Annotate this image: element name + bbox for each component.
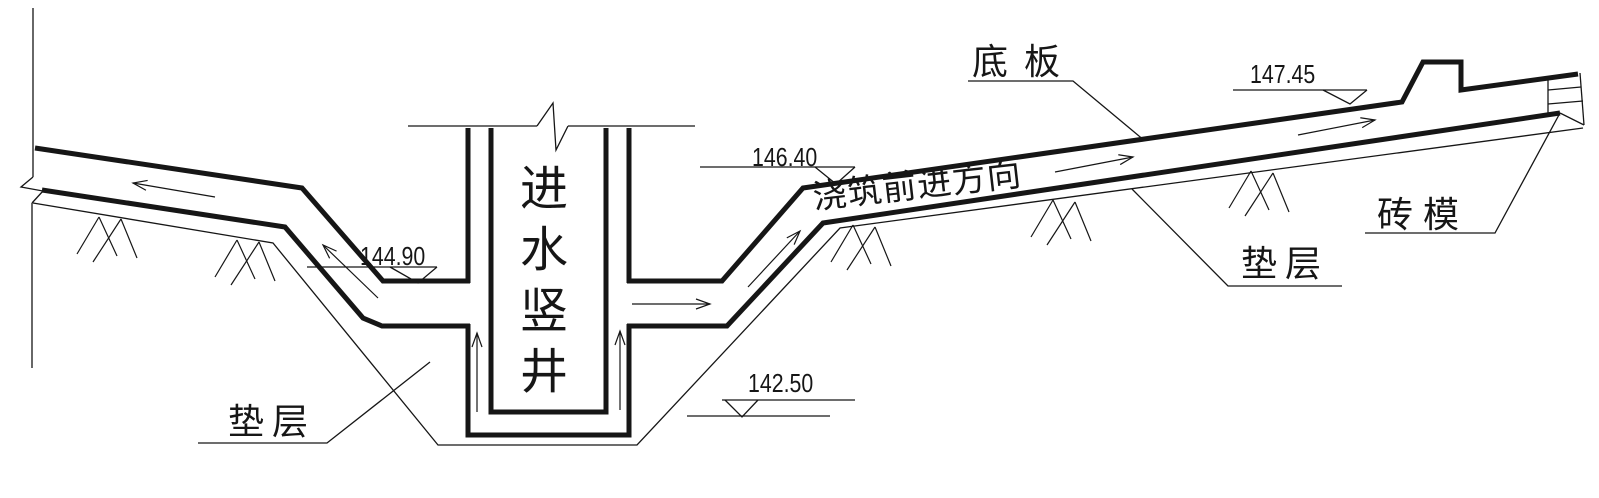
arrow-right-channel-mid-icon <box>1054 154 1135 173</box>
elevation-value-pit-bottom: 142.50 <box>748 368 814 398</box>
arrow-right-channel-upper-icon <box>1297 117 1377 136</box>
cushion-layer-label-left: 垫层 <box>228 401 317 442</box>
base-plate-label: 底板 <box>972 41 1077 82</box>
concrete-outlines <box>34 59 1579 438</box>
leader-brick-mold <box>1365 112 1561 234</box>
left-channel-bottom-slab <box>41 187 470 329</box>
cushion-layer-label-right: 垫层 <box>1241 243 1330 284</box>
ground-hatch-icon <box>76 216 138 263</box>
elevation-marker-146-40 <box>700 166 856 185</box>
shaft-inner-u <box>488 128 609 415</box>
arrow-left-slope-icon <box>321 243 379 299</box>
arrow-right-slope-icon <box>747 229 802 288</box>
break-symbol-shaft-top <box>536 101 569 153</box>
elevation-marker-144-90 <box>307 266 438 284</box>
pour-direction-arrows <box>131 117 1377 412</box>
leader-cushion-left <box>198 361 431 444</box>
elevation-value-right-top: 147.45 <box>1250 59 1316 89</box>
ground-excavation-profile <box>32 127 1584 446</box>
ground-hatch-icon <box>830 224 892 271</box>
elevation-markers <box>307 89 1368 418</box>
shaft-outer-u-bottom <box>465 324 632 438</box>
elevation-marker-147-45 <box>1233 89 1368 105</box>
leader-base-plate <box>968 80 1146 142</box>
intake-shaft-label: 进水竖井 <box>512 163 565 407</box>
arrow-left-channel-icon <box>131 179 216 198</box>
ground-hatch-marks <box>76 170 1290 286</box>
leader-lines <box>198 80 1561 444</box>
thin-lines <box>19 8 1585 446</box>
brick-mold-label: 砖模 <box>1377 194 1470 235</box>
left-channel-top-slab <box>34 145 470 284</box>
ground-hatch-icon <box>1030 199 1092 246</box>
ground-hatch-icon <box>1228 170 1290 217</box>
elevation-value-left-channel: 144.90 <box>360 241 426 271</box>
right-channel-top-slab <box>627 59 1579 284</box>
leader-cushion-right <box>1131 188 1342 287</box>
brick-mold-block <box>1547 72 1585 126</box>
ground-hatch-icon <box>214 239 276 286</box>
elevation-value-right-channel: 146.40 <box>752 142 818 172</box>
elevation-marker-142-50 <box>687 399 855 418</box>
right-channel-bottom-slab <box>627 110 1561 329</box>
break-symbol-left-channel <box>19 176 45 204</box>
